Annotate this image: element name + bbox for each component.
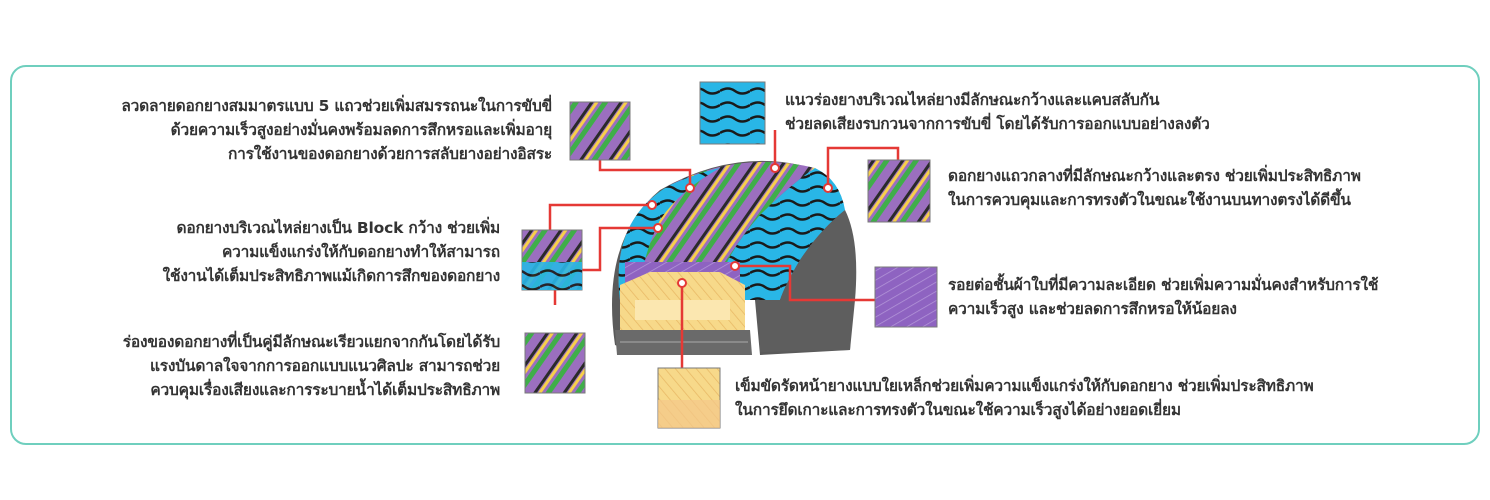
steel-belt-swatch-icon xyxy=(657,367,721,429)
tire-cutaway-icon xyxy=(612,160,857,355)
annotation-tread-pattern: ลวดลายดอกยางสมมาตรแบบ 5 แถวช่วยเพิ่มสมรร… xyxy=(121,97,552,163)
annotation-shoulder-block: ดอกยางบริเวณไหล่ยางเป็น Block กว้าง ช่วย… xyxy=(162,219,501,285)
annotation-steel-belt: เข็มขัดรัดหน้ายางแบบใยเหล็กช่วยเพิ่มความ… xyxy=(735,377,1314,419)
tread-swatch-icon xyxy=(569,101,631,161)
ply-swatch-icon xyxy=(874,266,938,328)
shoulder-block-swatch-icon xyxy=(521,229,583,291)
twin-groove-swatch-icon xyxy=(524,332,586,394)
annotation-ply-joint: รอยต่อชั้นผ้าใบที่มีความละเอียด ช่วยเพิ่… xyxy=(948,276,1379,318)
leader-dots xyxy=(647,163,833,288)
leader-lines xyxy=(548,130,900,368)
diagram-frame xyxy=(10,65,1480,445)
center-rib-swatch-icon xyxy=(867,159,931,223)
annotation-twin-groove: ร่องของดอกยางที่เป็นคู่มีลักษณะเรียวแยกจ… xyxy=(122,333,500,399)
annotation-shoulder-groove: แนวร่องยางบริเวณไหล่ยางมีลักษณะกว้างและแ… xyxy=(785,91,1210,133)
annotation-center-rib: ดอกยางแถวกลางที่มีลักษณะกว้างและตรง ช่วย… xyxy=(948,167,1361,209)
groove-swatch-icon xyxy=(699,81,766,145)
